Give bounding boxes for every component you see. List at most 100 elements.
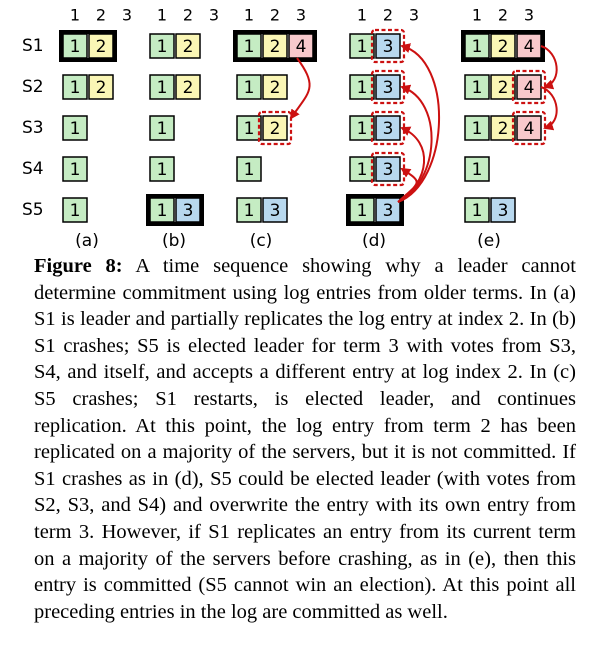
log-entry-term: 2 (498, 119, 509, 139)
log-entry (464, 197, 490, 223)
replication-arrow (540, 86, 558, 131)
log-entry-term: 1 (357, 37, 368, 57)
log-entry (464, 74, 490, 100)
column-header-2: 2 (383, 6, 393, 25)
column-header-3: 3 (296, 6, 306, 25)
figure-caption: Figure 8: A time sequence showing why a … (34, 253, 576, 625)
log-entry (262, 197, 288, 223)
log-entry (149, 74, 175, 100)
log-entry-term: 1 (472, 201, 483, 221)
column-header-2: 2 (498, 6, 508, 25)
leader-outline (346, 194, 404, 226)
log-entry (236, 115, 262, 141)
column-header-3: 3 (409, 6, 419, 25)
log-entry-term: 1 (70, 37, 81, 57)
log-entry (62, 74, 88, 100)
replication-highlight (511, 110, 547, 146)
leader-outline (146, 194, 204, 226)
replication-arrow (289, 57, 311, 120)
log-entry-term: 4 (296, 37, 307, 57)
log-entry-term: 1 (357, 160, 368, 180)
replication-highlight (370, 28, 406, 64)
log-entry-term: 1 (472, 119, 483, 139)
log-entry (490, 197, 516, 223)
server-label-s1: S1 (22, 36, 44, 56)
replication-highlight (511, 69, 547, 105)
log-entry (236, 74, 262, 100)
panel-label: (a) (75, 231, 99, 251)
log-entry-term: 1 (70, 78, 81, 98)
replication-arrow (397, 167, 418, 203)
log-entry-term: 3 (183, 201, 194, 221)
log-entry-term: 4 (524, 119, 535, 139)
log-entry-term: 3 (383, 160, 394, 180)
column-header-3: 3 (122, 6, 132, 25)
log-entry-term: 1 (244, 37, 255, 57)
log-entry-term: 2 (498, 78, 509, 98)
column-header-1: 1 (357, 6, 367, 25)
log-entry (464, 115, 490, 141)
log-entry-term: 1 (244, 119, 255, 139)
log-entry (175, 33, 201, 59)
log-entry-term: 3 (383, 78, 394, 98)
log-entry (149, 197, 175, 223)
column-header-1: 1 (244, 6, 254, 25)
replication-highlight (257, 110, 293, 146)
log-entry (262, 33, 288, 59)
log-entry (490, 115, 516, 141)
leader-outline (59, 30, 117, 62)
log-entry (349, 115, 375, 141)
log-entry (262, 74, 288, 100)
log-entry-term: 1 (472, 78, 483, 98)
caption-label: Figure 8: (34, 255, 123, 277)
log-entry-term: 1 (472, 37, 483, 57)
column-header-1: 1 (472, 6, 482, 25)
replication-arrow (397, 43, 440, 203)
log-entry-term: 2 (96, 78, 107, 98)
log-entry (349, 74, 375, 100)
log-entry (288, 33, 314, 59)
log-entry-term: 2 (183, 37, 194, 57)
replication-highlight (370, 69, 406, 105)
log-entry (88, 74, 114, 100)
log-entry (349, 197, 375, 223)
log-entry-term: 3 (498, 201, 509, 221)
server-label-s2: S2 (22, 77, 44, 97)
log-entry (236, 33, 262, 59)
log-entry (375, 74, 401, 100)
column-header-2: 2 (183, 6, 193, 25)
log-entry (236, 197, 262, 223)
log-entry-term: 4 (524, 37, 535, 57)
log-entry-term: 3 (383, 119, 394, 139)
log-entry-term: 1 (70, 119, 81, 139)
log-entry-term: 1 (70, 160, 81, 180)
log-entry-term: 3 (383, 37, 394, 57)
log-entry (236, 156, 262, 182)
log-entry-term: 1 (357, 119, 368, 139)
log-entry-term: 2 (498, 37, 509, 57)
log-entry-term: 2 (183, 78, 194, 98)
log-entry-term: 1 (157, 160, 168, 180)
log-entry (516, 115, 542, 141)
log-entry-term: 1 (157, 201, 168, 221)
log-entry (375, 115, 401, 141)
log-entry (149, 33, 175, 59)
log-entry-term: 4 (524, 78, 535, 98)
panel-label: (e) (477, 231, 501, 251)
log-entry (464, 156, 490, 182)
replication-arrow (540, 45, 558, 90)
log-entry-term: 1 (357, 201, 368, 221)
server-label-s5: S5 (22, 200, 44, 220)
log-entry-term: 3 (383, 201, 394, 221)
log-entry (490, 74, 516, 100)
log-entry-term: 2 (270, 119, 281, 139)
column-header-1: 1 (70, 6, 80, 25)
panel-label: (c) (250, 231, 273, 251)
column-header-3: 3 (524, 6, 534, 25)
panel-label: (b) (162, 231, 186, 251)
log-entry-term: 3 (270, 201, 281, 221)
log-entry-term: 1 (244, 78, 255, 98)
